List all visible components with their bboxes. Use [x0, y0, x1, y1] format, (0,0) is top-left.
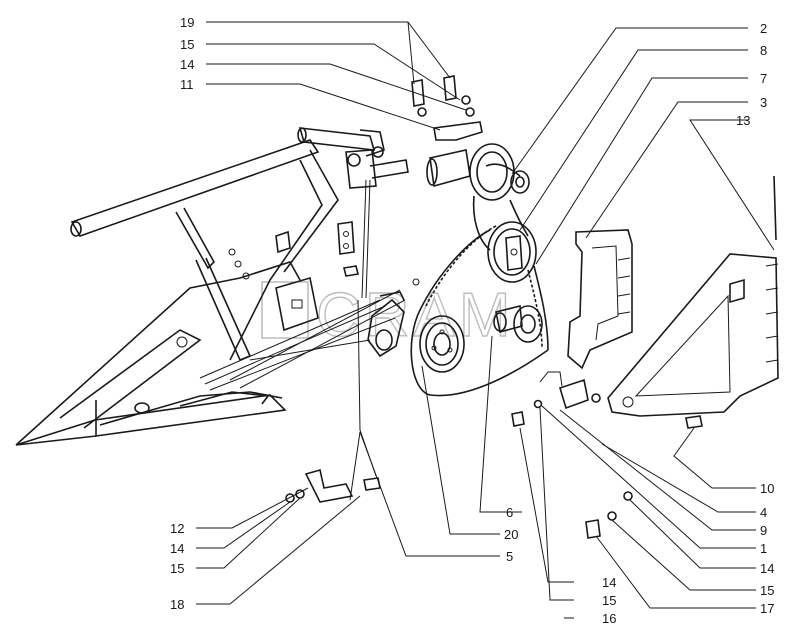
callout-2: 2 — [760, 21, 767, 36]
callout-15-right: 15 — [760, 583, 774, 598]
callout-11: 11 — [180, 77, 194, 92]
callout-20: 20 — [504, 527, 518, 542]
callout-8: 8 — [760, 43, 767, 58]
callout-14-left: 14 — [170, 541, 184, 556]
callout-14-top: 14 — [180, 57, 194, 72]
callout-1: 1 — [760, 541, 767, 556]
callout-labels: 19 15 14 11 2 8 7 3 13 10 4 9 1 14 15 17… — [170, 15, 774, 626]
callout-15-top: 15 — [180, 37, 194, 52]
callout-15-bottom: 15 — [602, 593, 616, 608]
side-cover — [607, 175, 779, 417]
watermark-text: CRAM — [316, 281, 515, 350]
callout-5: 5 — [506, 549, 513, 564]
callout-7: 7 — [760, 71, 767, 86]
leader-lines — [196, 21, 775, 619]
callout-18: 18 — [170, 597, 184, 612]
chain-guard — [567, 229, 633, 370]
callout-14-right: 14 — [760, 561, 774, 576]
callout-10: 10 — [760, 481, 774, 496]
callout-6: 6 — [506, 505, 513, 520]
header-frame — [15, 127, 420, 446]
callout-16: 16 — [602, 611, 616, 626]
callout-15-left: 15 — [170, 561, 184, 576]
callout-13: 13 — [736, 113, 750, 128]
tensioner-bracket — [511, 371, 703, 539]
callout-9: 9 — [760, 523, 767, 538]
lower-sprocket — [419, 315, 465, 373]
callout-14-bottom: 14 — [602, 575, 616, 590]
drive-pulley-assembly — [426, 143, 530, 251]
drive-chain — [410, 225, 549, 397]
callout-4: 4 — [760, 505, 767, 520]
idler-sprocket — [493, 304, 543, 343]
callout-12: 12 — [170, 521, 184, 536]
watermark: CRAM — [261, 280, 515, 351]
upper-sprocket — [487, 221, 537, 283]
lower-bracket — [285, 468, 381, 503]
callout-17: 17 — [760, 601, 774, 616]
callout-19: 19 — [180, 15, 194, 30]
top-hardware — [411, 75, 483, 141]
callout-3: 3 — [760, 95, 767, 110]
